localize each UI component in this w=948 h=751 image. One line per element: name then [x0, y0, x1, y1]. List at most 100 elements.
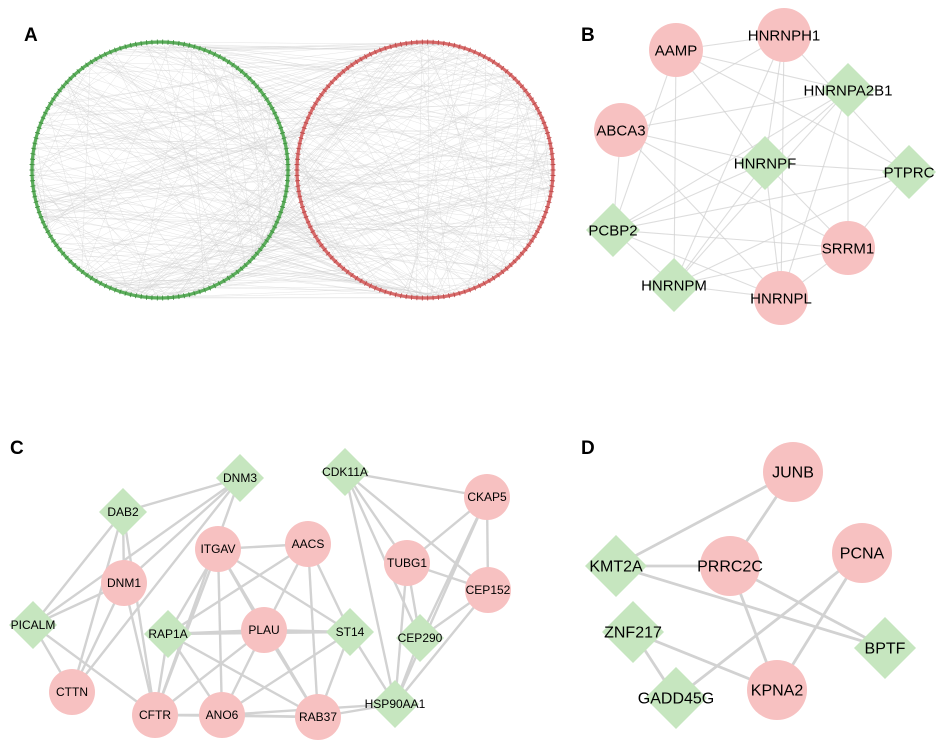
panel-c-edge-ckap5-hsp90aa1: [393, 496, 489, 705]
circle-node-shape: [832, 523, 892, 583]
node-label: ST14: [336, 625, 365, 639]
panel-c-node-cep290: CEP290: [396, 614, 444, 662]
panel-c-node-cep152: CEP152: [465, 567, 511, 613]
panel-c-node-plau: PLAU: [241, 607, 287, 653]
node-label: DAB2: [107, 505, 139, 519]
node-label: PICALM: [11, 618, 56, 632]
node-label: TUBG1: [387, 556, 427, 570]
node-label: GADD45G: [638, 691, 714, 708]
panel-b-edge-pcbp2-hnrnpl: [612, 229, 782, 299]
circle-node-shape: [700, 536, 760, 596]
circle-node-shape: [763, 442, 823, 502]
panel-label-c: C: [10, 438, 24, 459]
panel-c-edge-rap1a-rab37: [167, 632, 319, 719]
panel-b-node-aamp: AAMP: [649, 23, 703, 77]
panel-a-green-nodes: [29, 39, 291, 301]
node-label: CTTN: [56, 685, 88, 699]
node-label: AACS: [292, 537, 325, 551]
diamond-node-shape: [647, 258, 701, 312]
panel-c-node-ckap5: CKAP5: [464, 474, 510, 520]
panel-c-node-ano6: ANO6: [199, 692, 245, 738]
circle-node-shape: [49, 669, 95, 715]
panel-b-node-hnrnpl: HNRNPL: [750, 271, 812, 325]
panel-d-node-bptf: BPTF: [854, 617, 916, 679]
panel-b-edge-hnrnph1-abca3: [620, 34, 785, 131]
panel-c-node-dnm3: DNM3: [216, 454, 264, 502]
circle-node-shape: [649, 23, 703, 77]
ring-layer: [29, 39, 556, 301]
node-label: CDK11A: [322, 465, 368, 479]
panel-d-edge-pcna-gadd45g: [675, 551, 863, 700]
panel-b-node-hnrnpa2b1: HNRNPA2B1: [804, 63, 892, 117]
panel-d-node-prrc2c: PRRC2C: [697, 536, 763, 596]
panel-d-node-pcna: PCNA: [832, 523, 892, 583]
panel-b-edge-hnrnph1-hnrnpm: [673, 34, 785, 286]
panel-c-edge-st14-ano6: [221, 630, 351, 717]
panel-c-node-dab2: DAB2: [99, 488, 147, 536]
panel-b-edge-aamp-hnrnpm: [673, 49, 677, 286]
node-label: ZNF217: [604, 625, 662, 642]
panel-b-edge-hnrnpa2b1-hnrnpm: [673, 89, 849, 286]
node-label: PCNA: [840, 546, 885, 563]
node-label: DNM1: [107, 576, 141, 590]
panel-c-node-picalm: PICALM: [9, 601, 57, 649]
panel-a-red-ring: [295, 40, 555, 300]
diamond-node-shape: [326, 608, 374, 656]
panel-c-node-rap1a: RAP1A: [144, 610, 192, 658]
diamond-node-shape: [144, 610, 192, 658]
diamond-node-shape: [882, 145, 936, 199]
circle-node-shape: [754, 271, 808, 325]
panel-c-node-cdk11a: CDK11A: [321, 448, 369, 496]
panel-d-node-junb: JUNB: [763, 442, 823, 502]
diamond-node-shape: [321, 448, 369, 496]
panel-c-edge-aacs-rap1a: [167, 542, 309, 636]
panel-c-edge-dab2-picalm: [32, 511, 124, 626]
node-label: DNM3: [223, 471, 257, 485]
panel-b-edge-hnrnpf-pcbp2: [612, 162, 766, 231]
panel-a-red-nodes: [294, 39, 556, 301]
node-label: ITGAV: [200, 542, 235, 556]
panel-b-edge-hnrnpa2b1-hnrnpl: [780, 89, 849, 299]
diamond-node-shape: [854, 617, 916, 679]
panel-b-edge-hnrnpa2b1-pcbp2: [612, 89, 849, 231]
panel-c-node-cftr: CFTR: [132, 692, 178, 738]
panel-c-edge-cdk11a-cep290: [343, 471, 422, 639]
circle-node-shape: [195, 526, 241, 572]
circle-node-shape: [132, 692, 178, 738]
panel-c-node-itgav: ITGAV: [195, 526, 241, 572]
circle-node-shape: [465, 567, 511, 613]
panel-label-d: D: [581, 438, 595, 459]
diamond-node-shape: [602, 601, 664, 663]
diamond-node-shape: [586, 203, 640, 257]
node-label: RAP1A: [148, 627, 187, 641]
diamond-node-shape: [371, 680, 419, 728]
diamond-node-shape: [645, 667, 707, 729]
panel-c-edge-cdk11a-hsp90aa1: [343, 471, 397, 705]
node-label: JUNB: [772, 465, 814, 482]
panel-b-node-hnrnpm: HNRNPM: [641, 258, 707, 312]
panel-c-edge-dab2-cttn: [70, 511, 125, 693]
panel-b-edge-abca3-hnrnpl: [620, 129, 782, 299]
panel-c-node-st14: ST14: [326, 608, 374, 656]
panel-c-edge-dnm3-cttn: [71, 477, 241, 693]
circle-node-shape: [241, 607, 287, 653]
panel-c-edge-dnm3-dab2: [122, 476, 241, 514]
circle-node-shape: [821, 221, 875, 275]
node-label: AAMP: [655, 42, 698, 59]
node-label: PTPRC: [884, 164, 935, 181]
circle-node-shape: [199, 692, 245, 738]
panel-c-node-rab37: RAB37: [295, 694, 341, 740]
panel-d-node-kmt2a: KMT2A: [585, 535, 647, 597]
panel-label-a: A: [24, 25, 38, 46]
node-label: KMT2A: [589, 559, 643, 576]
diamond-node-shape: [216, 454, 264, 502]
node-label: RAB37: [299, 710, 337, 724]
node-label: CKAP5: [467, 490, 507, 504]
panel-c-edge-dnm3-dnm1: [123, 477, 241, 584]
panel-c-edge-dnm3-picalm: [32, 477, 241, 626]
panel-c-node-hsp90aa1: HSP90AA1: [365, 680, 426, 728]
panel-b-edge-srrm1-hnrnpm: [673, 247, 849, 286]
node-label: HNRNPM: [641, 277, 707, 294]
circle-node-shape: [464, 474, 510, 520]
panel-b-node-pcbp2: PCBP2: [586, 203, 640, 257]
